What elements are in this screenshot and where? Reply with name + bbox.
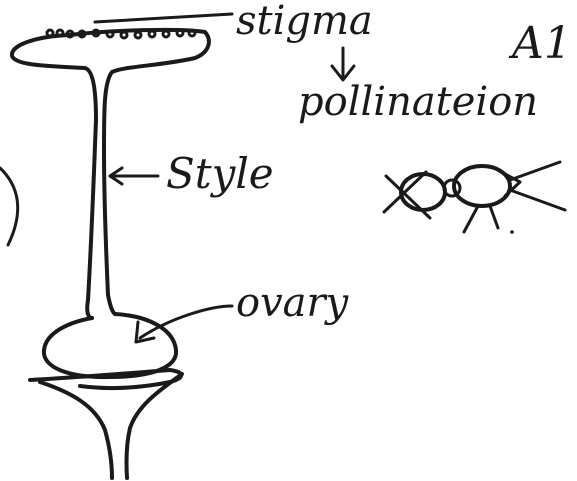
ovary-label: ovary (236, 280, 350, 326)
stigma-shape (12, 35, 96, 120)
style-label: Style (166, 149, 274, 198)
stigma-pointer-line (95, 14, 232, 22)
thalamus-right-curve (126, 374, 182, 478)
style-left-edge (87, 120, 96, 318)
ovary-shape (44, 314, 176, 377)
insect-sketch-icon (384, 162, 565, 234)
stigma-label: stigma (236, 0, 373, 44)
thalamus-left-curve (40, 382, 112, 478)
stigma-shape-right (70, 30, 209, 150)
pollination-label: pollinateion (298, 79, 538, 125)
corner-label: A1 (508, 18, 572, 69)
arrow-down-icon (332, 48, 354, 80)
partial-curve (0, 168, 18, 245)
